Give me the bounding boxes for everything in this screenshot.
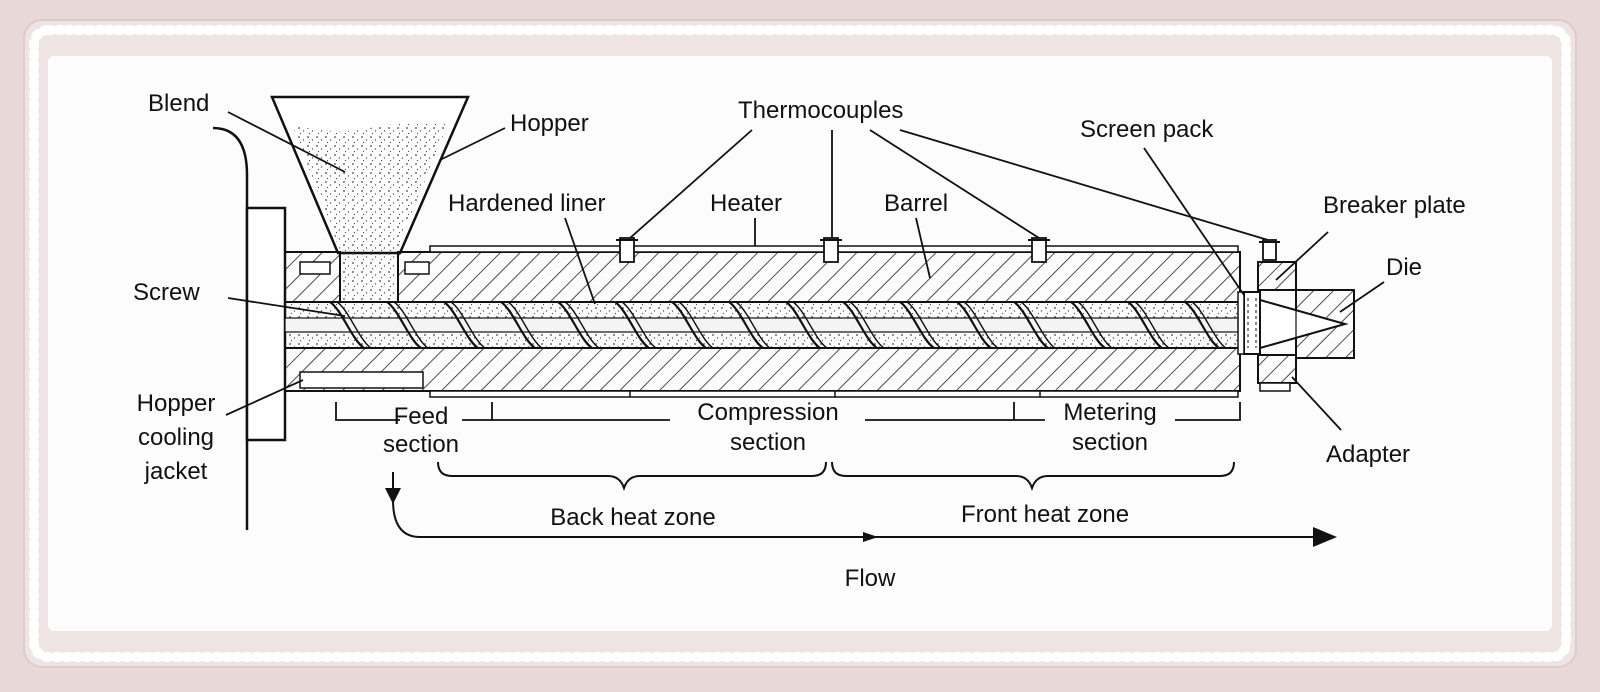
label-breaker-plate: Breaker plate (1323, 192, 1466, 219)
heater-band-bottom (429, 390, 1239, 398)
label-back-heat-zone: Back heat zone (550, 504, 715, 531)
breaker-plate (1243, 291, 1261, 355)
screw-flight (956, 301, 992, 349)
screw-flight-edge (393, 301, 429, 349)
screw-flight-edge (1020, 301, 1056, 349)
label-hopper-cooling-jacket-1: Hopper (137, 390, 216, 417)
label-screen-pack: Screen pack (1080, 116, 1214, 143)
label-hardened-liner: Hardened liner (448, 190, 605, 217)
screw-flights (329, 301, 1227, 349)
screw-flight-edge (906, 301, 942, 349)
screw-flight-edge (336, 301, 372, 349)
screw-flight-edge (507, 301, 543, 349)
barrel-upper-left (284, 251, 341, 303)
label-metering-section-1: Metering (1063, 399, 1156, 426)
screw-flight-edge (792, 301, 828, 349)
screen-pack (1237, 291, 1245, 355)
screw-flight-edge (1077, 301, 1113, 349)
label-metering-section-2: section (1072, 429, 1148, 456)
screw-flight (899, 301, 935, 349)
adapter-bottom (1257, 354, 1297, 384)
screw-flight (557, 301, 593, 349)
label-feed-section-2: section (383, 431, 459, 458)
screw-flight-edge (849, 301, 885, 349)
screw-flight (728, 301, 764, 349)
screw-flight-edge (564, 301, 600, 349)
thermocouple-4 (1259, 239, 1280, 261)
front-heat-zone-brace (831, 461, 1235, 492)
screw-flight-edge (1191, 301, 1227, 349)
leader-lines (225, 111, 1385, 431)
thermocouple-3 (1028, 237, 1050, 263)
screw-flight-edge (735, 301, 771, 349)
label-thermocouples: Thermocouples (738, 97, 903, 124)
screw-flight (386, 301, 422, 349)
hopper-throat (340, 253, 398, 301)
label-compression-section-2: section (730, 429, 806, 456)
label-blend: Blend (148, 90, 209, 117)
label-hopper-cooling-jacket-2: cooling (138, 424, 214, 451)
label-flow: Flow (845, 565, 896, 592)
cooling-bolt-right (404, 261, 430, 275)
label-compression-section-1: Compression (697, 399, 838, 426)
screw-flight-edge (1134, 301, 1170, 349)
screw-flight-edge (963, 301, 999, 349)
lace-scallops (29, 25, 1571, 662)
label-barrel: Barrel (884, 190, 948, 217)
screw-flight-edge (621, 301, 657, 349)
thermocouple-2 (820, 237, 842, 263)
screw-flight (614, 301, 650, 349)
mounting-flange (245, 206, 287, 442)
feed-section-bracket (335, 402, 400, 421)
back-heat-zone-brace (437, 461, 827, 492)
screw-flight-edge (450, 301, 486, 349)
label-die: Die (1386, 254, 1422, 281)
screw-flight (1070, 301, 1106, 349)
screw-flight (785, 301, 821, 349)
label-hopper: Hopper (510, 110, 589, 137)
machine-frame (212, 126, 249, 530)
screw-flight-edge (678, 301, 714, 349)
screw-flight (1013, 301, 1049, 349)
label-hopper-cooling-jacket-3: jacket (144, 458, 208, 485)
screw-flight (842, 301, 878, 349)
label-front-heat-zone: Front heat zone (961, 501, 1129, 528)
label-screw: Screw (133, 279, 200, 306)
screw-flight (1127, 301, 1163, 349)
screw-flight (671, 301, 707, 349)
cooling-jacket (299, 371, 424, 389)
thermocouple-1 (616, 237, 638, 263)
barrel-lower (284, 347, 1241, 392)
screw-flight (500, 301, 536, 349)
screw-flight (329, 301, 365, 349)
screw-flight (443, 301, 479, 349)
screw-flight (1184, 301, 1220, 349)
label-heater: Heater (710, 190, 782, 217)
barrel-upper (397, 251, 1241, 303)
die-channel (1259, 298, 1349, 350)
label-feed-section-1: Feed (394, 403, 449, 430)
cooling-bolt-left (299, 261, 331, 275)
screw-root (284, 317, 1246, 333)
label-adapter: Adapter (1326, 441, 1410, 468)
blend-material (292, 122, 448, 254)
